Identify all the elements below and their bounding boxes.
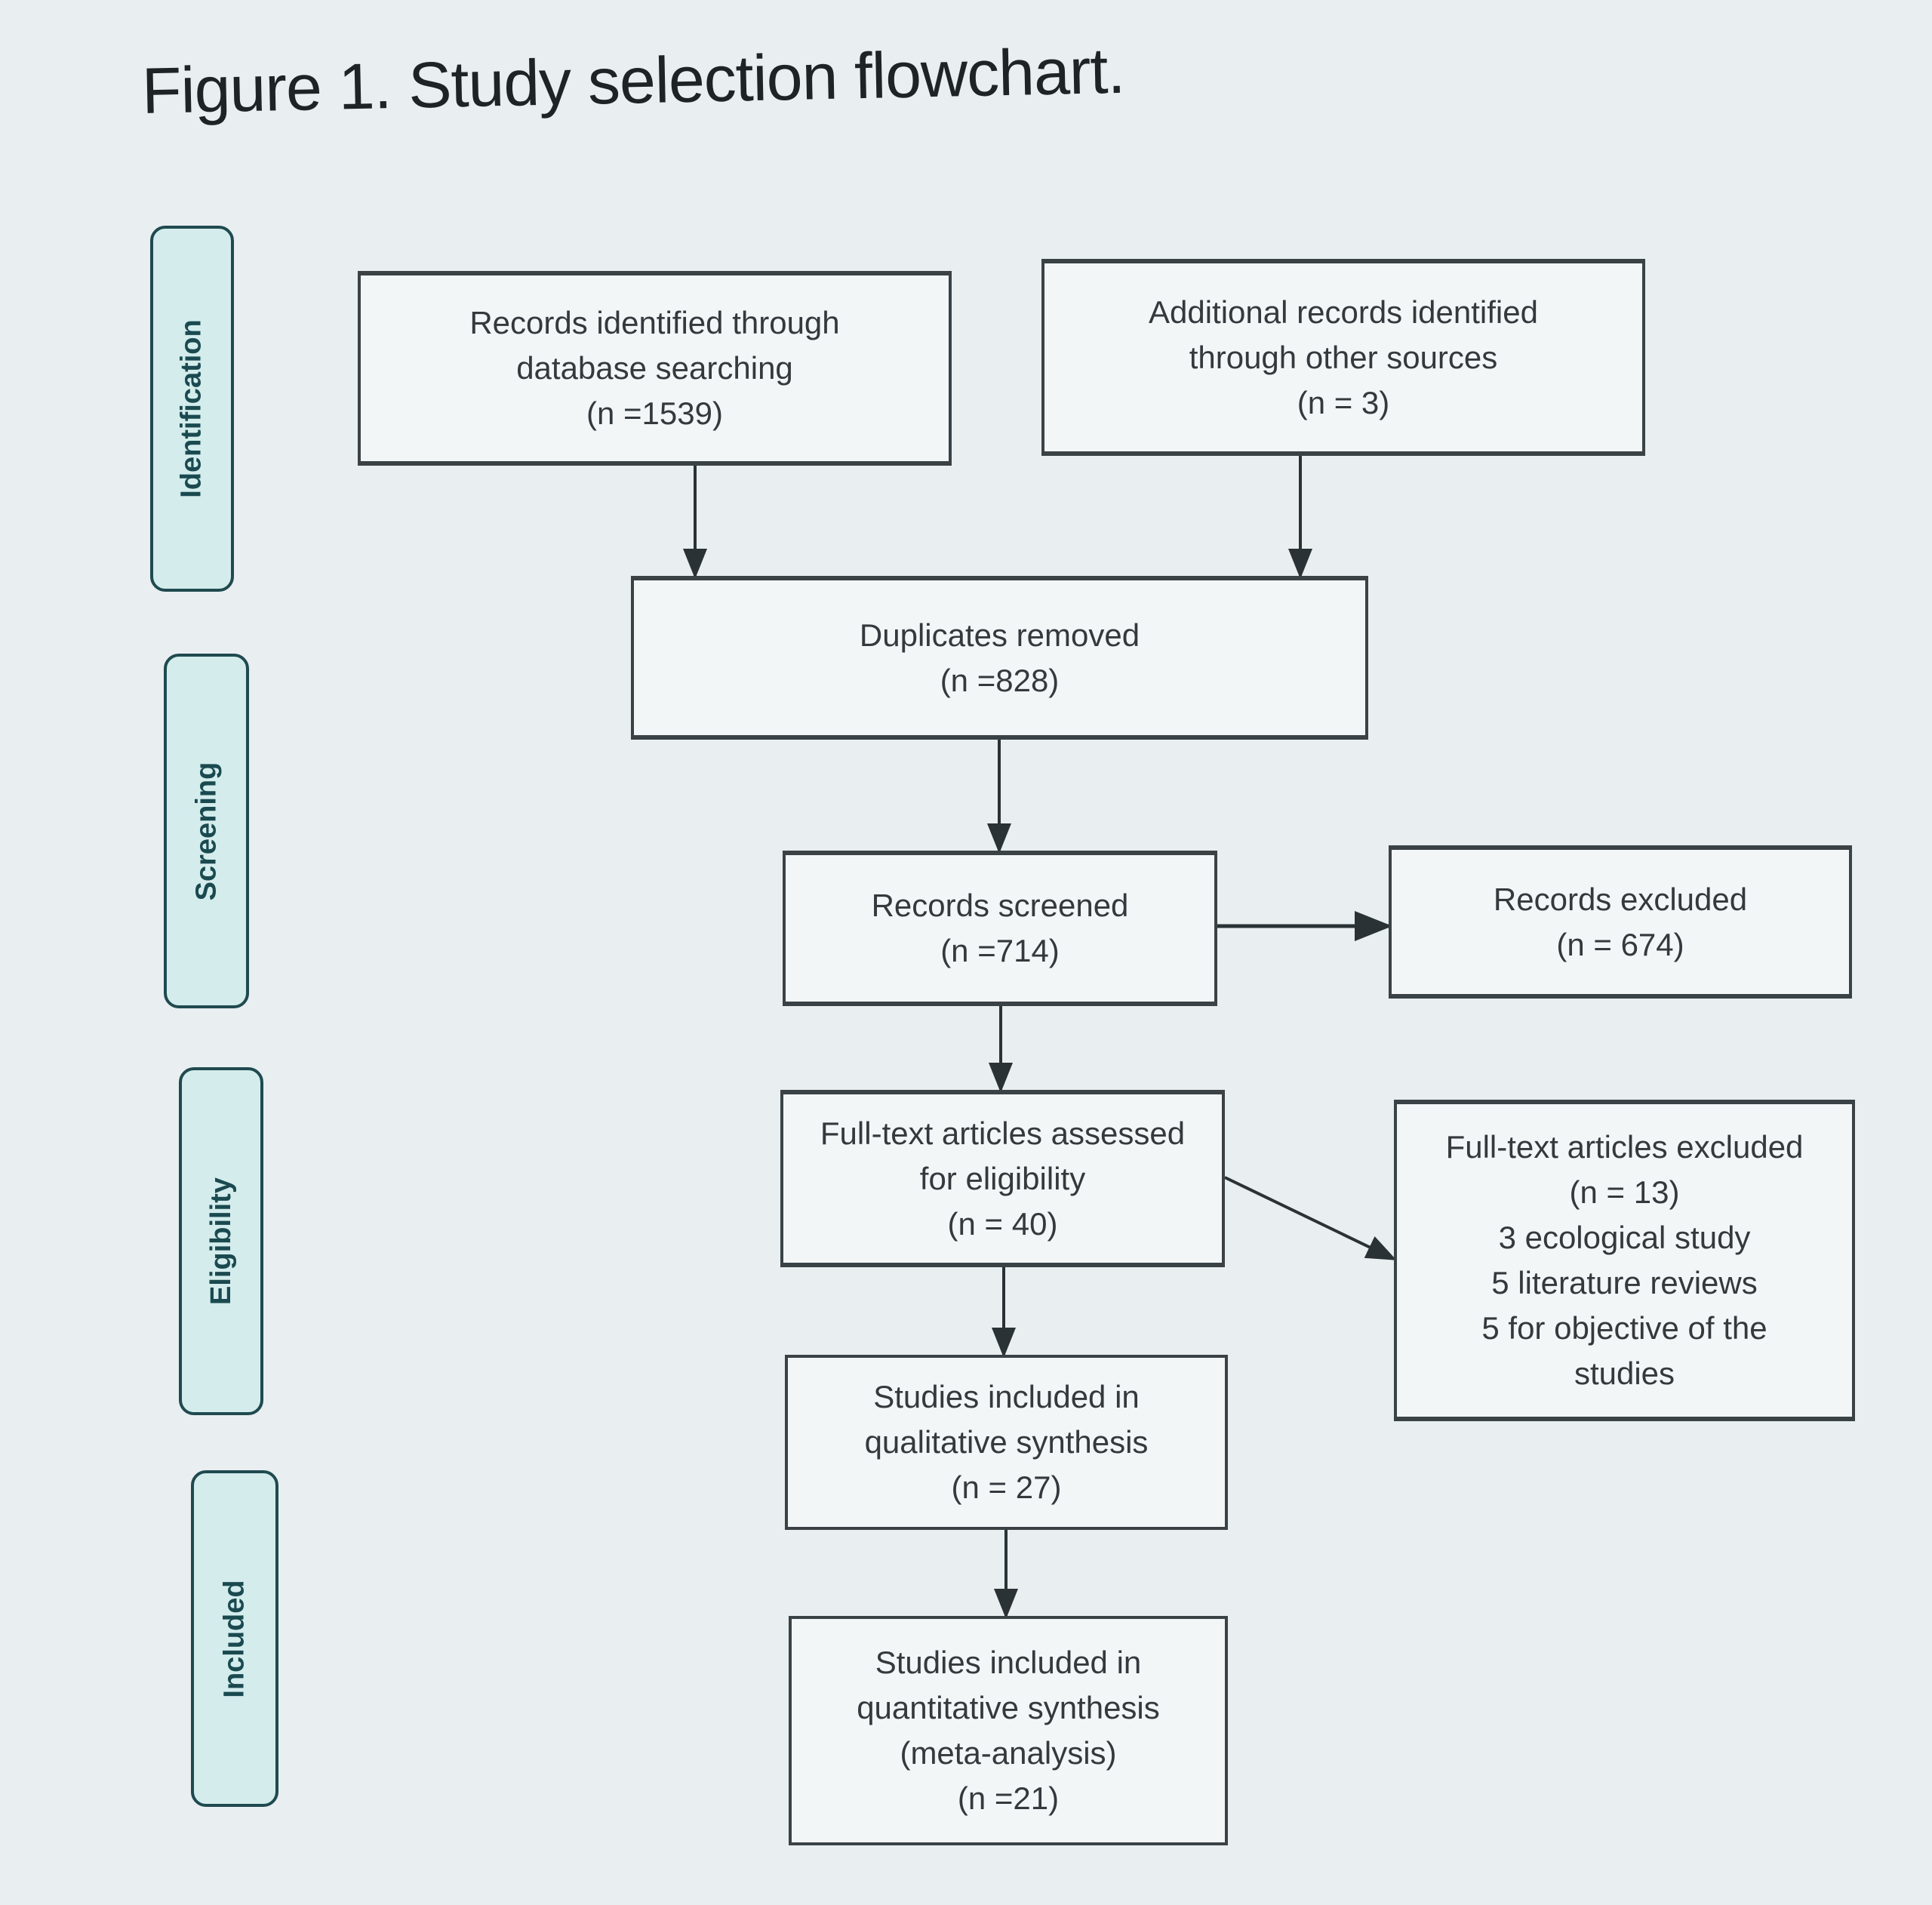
- box-count: (n =1539): [586, 395, 723, 431]
- box-line: Duplicates removed: [859, 617, 1140, 653]
- stage-included: Included: [191, 1470, 278, 1807]
- stage-eligibility: Eligibility: [179, 1067, 263, 1415]
- box-line: Records identified through: [469, 305, 840, 340]
- box-line: Records screened: [871, 888, 1129, 923]
- exclusion-reason: 3 ecological study: [1498, 1220, 1751, 1255]
- box-duplicates-removed: Duplicates removed (n =828): [631, 576, 1368, 740]
- box-records-screened: Records screened (n =714): [783, 851, 1217, 1006]
- exclusion-reason: 5 literature reviews: [1491, 1265, 1758, 1300]
- box-count: (n =714): [940, 933, 1060, 968]
- box-count: (n =21): [957, 1780, 1060, 1816]
- box-line: for eligibility: [919, 1160, 1086, 1196]
- box-line: Studies included in: [873, 1379, 1140, 1414]
- box-fulltext-excluded: Full-text articles excluded (n = 13) 3 e…: [1394, 1100, 1855, 1421]
- box-line: qualitative synthesis: [864, 1424, 1149, 1460]
- box-database-records: Records identified through database sear…: [358, 271, 952, 466]
- box-line: (meta-analysis): [900, 1735, 1117, 1771]
- box-count: (n = 40): [947, 1205, 1058, 1242]
- edge-fulltext-excluded: [1224, 1176, 1397, 1260]
- box-line: Records excluded: [1493, 881, 1748, 917]
- box-fulltext-assessed: Full-text articles assessed for eligibil…: [780, 1090, 1225, 1267]
- box-line: Full-text articles excluded: [1445, 1129, 1804, 1165]
- exclusion-reason: 5 for objective of the: [1481, 1310, 1767, 1346]
- box-qualitative-synthesis: Studies included in qualitative synthesi…: [785, 1355, 1228, 1530]
- box-line: Full-text articles assessed: [820, 1115, 1186, 1151]
- box-records-excluded: Records excluded (n = 674): [1389, 845, 1852, 999]
- box-line: Studies included in: [875, 1645, 1142, 1680]
- box-line: Additional records identified: [1149, 294, 1538, 330]
- box-line: quantitative synthesis: [857, 1690, 1160, 1725]
- exclusion-reason: studies: [1574, 1356, 1675, 1391]
- box-count: (n =828): [940, 662, 1060, 698]
- box-line: database searching: [516, 350, 793, 386]
- box-line: through other sources: [1189, 339, 1498, 375]
- box-additional-records: Additional records identified through ot…: [1041, 259, 1645, 456]
- box-count: (n = 674): [1556, 926, 1684, 962]
- box-count: (n = 13): [1569, 1174, 1680, 1210]
- stage-identification: Identification: [150, 226, 234, 592]
- stage-screening: Screening: [164, 654, 249, 1008]
- box-count: (n = 3): [1297, 384, 1390, 420]
- box-quantitative-synthesis: Studies included in quantitative synthes…: [789, 1616, 1228, 1845]
- box-count: (n = 27): [951, 1470, 1062, 1505]
